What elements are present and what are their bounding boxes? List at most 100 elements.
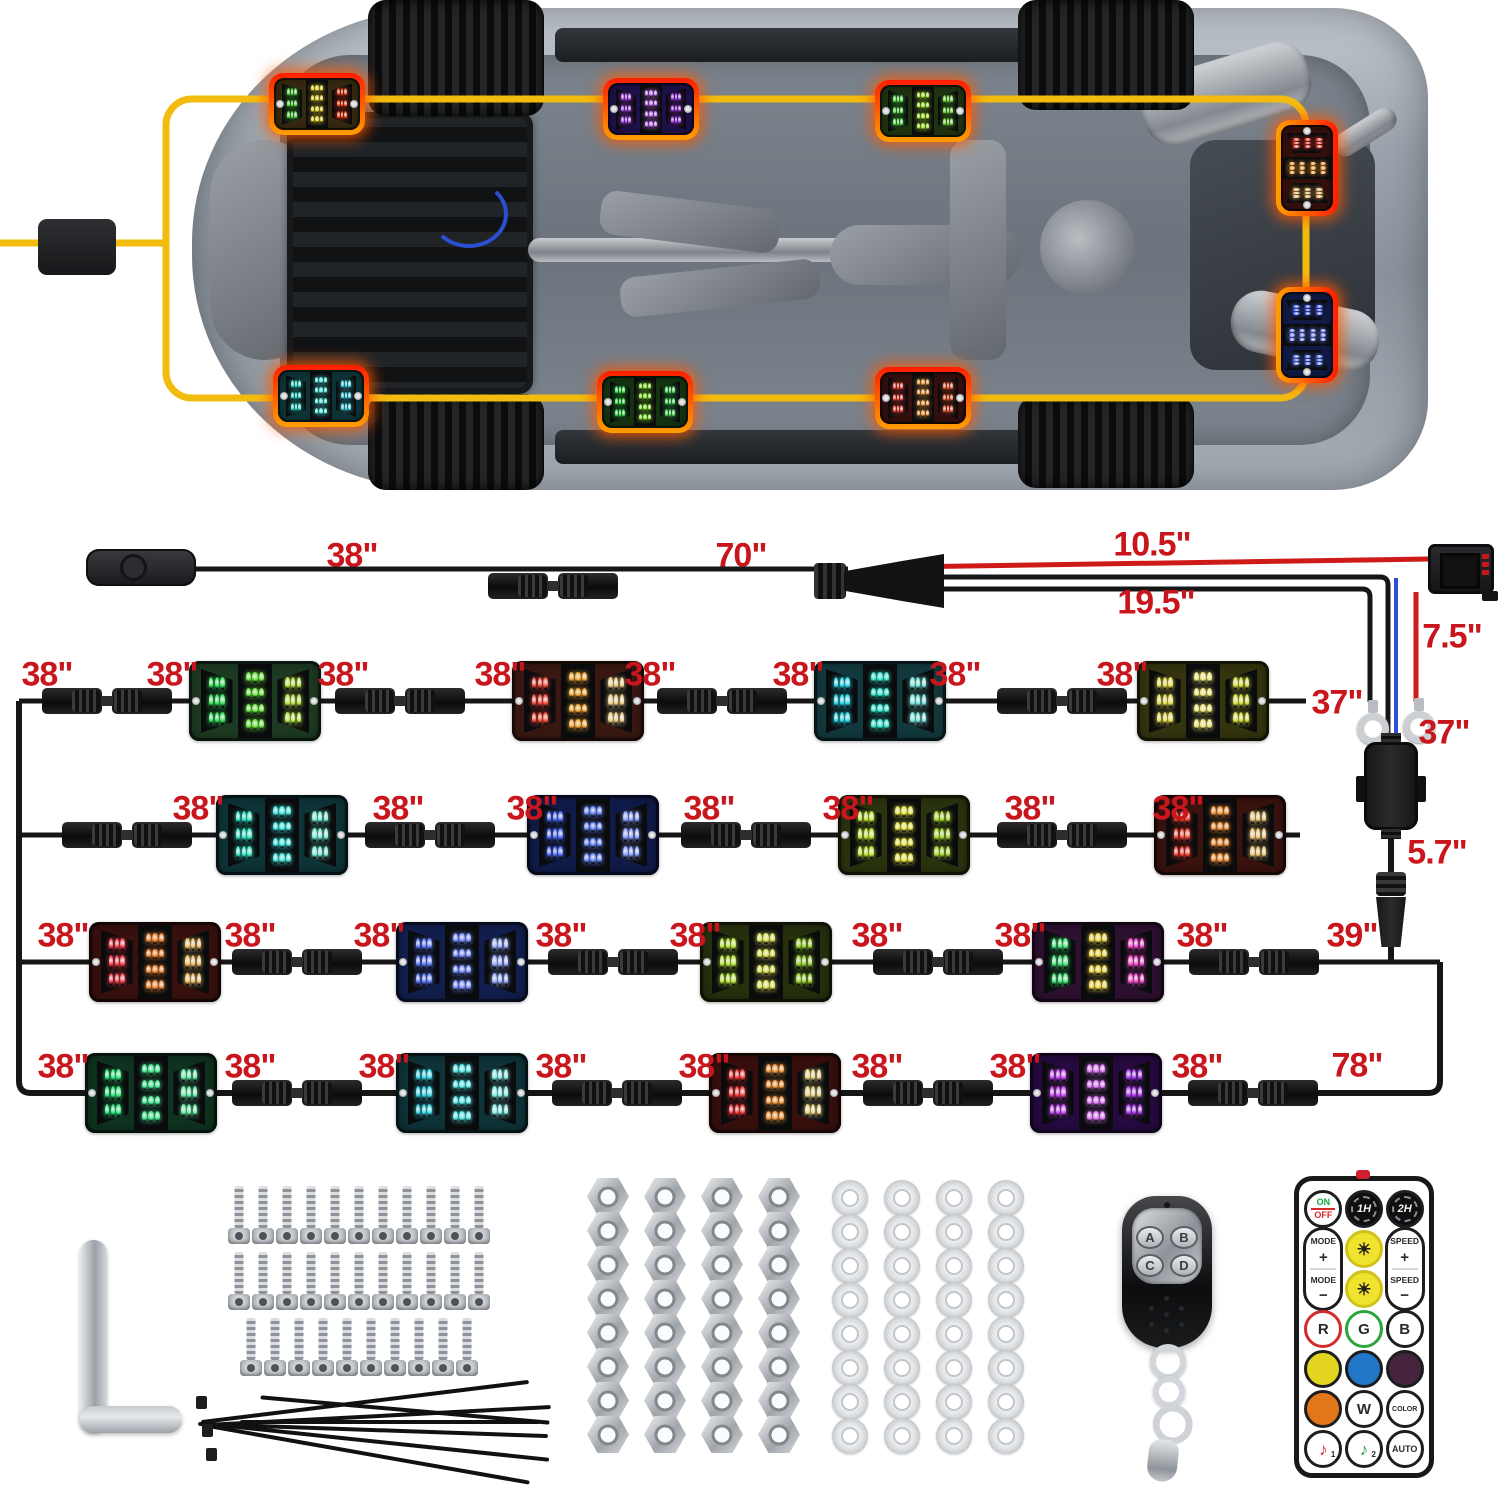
led-dot xyxy=(908,853,914,864)
connector-plug xyxy=(42,688,102,714)
rock-light-pod xyxy=(396,1053,528,1133)
pod-glow xyxy=(603,78,699,140)
zip-tie-head xyxy=(202,1424,213,1437)
led-dot xyxy=(1126,1103,1131,1118)
led-dot xyxy=(870,719,876,730)
mount-hole xyxy=(398,1089,407,1097)
led-lens-left xyxy=(200,669,233,733)
led-dot xyxy=(1173,810,1179,825)
led-lens-left xyxy=(1043,930,1076,994)
y-splitter-stub xyxy=(814,563,846,599)
led-dot xyxy=(318,828,323,842)
led-dot xyxy=(141,1079,147,1091)
screw-thread xyxy=(378,1186,388,1228)
led-dot xyxy=(950,118,954,127)
screw-head xyxy=(228,1294,250,1310)
led-dot xyxy=(1256,845,1261,860)
led-dot xyxy=(1308,170,1316,175)
led-dot xyxy=(634,828,640,842)
led-dot xyxy=(503,972,509,987)
led-dot xyxy=(187,1086,192,1100)
led-dot xyxy=(884,703,890,715)
measurement-label: 38" xyxy=(146,655,199,694)
connector-plug xyxy=(132,822,192,848)
led-dot xyxy=(421,972,426,987)
washer-hole xyxy=(893,1393,911,1411)
led-dot xyxy=(1100,1095,1106,1107)
led-dot xyxy=(104,1086,110,1100)
led-dot xyxy=(1288,161,1296,166)
led-dot xyxy=(492,1068,497,1083)
washer-hole xyxy=(841,1223,859,1241)
led-dot xyxy=(653,90,658,98)
connector-plug xyxy=(997,822,1057,848)
led-dot xyxy=(1095,948,1101,960)
led-dot xyxy=(319,95,324,103)
led-lens-left xyxy=(407,930,440,994)
measurement-label: 38" xyxy=(1004,789,1057,828)
mount-hole xyxy=(517,958,526,966)
music-number: 1 xyxy=(1330,1450,1336,1459)
led-dot xyxy=(921,92,925,100)
nut-hole xyxy=(711,1186,733,1207)
nut-hole xyxy=(768,1186,790,1207)
led-dot xyxy=(1132,1086,1137,1100)
led-dot xyxy=(1318,337,1326,342)
zip-tie xyxy=(240,1420,540,1424)
led-dot xyxy=(245,719,251,730)
led-dot xyxy=(252,719,258,730)
led-lens-left xyxy=(1165,803,1198,867)
led-dot xyxy=(314,407,319,415)
screw xyxy=(252,1252,274,1310)
led-dot xyxy=(894,821,900,833)
led-dot xyxy=(946,118,950,127)
led-dot xyxy=(901,853,907,864)
led-lens-right xyxy=(484,1061,517,1125)
led-dot xyxy=(946,95,950,104)
led-dot xyxy=(634,845,640,860)
led-dot xyxy=(1162,676,1167,691)
timer-gear-icon xyxy=(1350,1196,1377,1222)
led-dot xyxy=(294,111,298,120)
led-dot xyxy=(1095,964,1101,976)
tire-front-bottom xyxy=(368,394,544,490)
screw-thread xyxy=(450,1252,460,1294)
washer xyxy=(988,1418,1024,1454)
nut-hole xyxy=(597,1390,619,1411)
led-dot xyxy=(643,393,647,401)
mount-hole xyxy=(603,398,612,406)
led-dot xyxy=(1303,188,1312,191)
led-dot xyxy=(348,391,352,401)
led-dot xyxy=(1137,1086,1143,1100)
led-dot xyxy=(1088,948,1094,960)
led-dot xyxy=(1200,719,1206,730)
measurement-label: 7.5" xyxy=(1422,617,1482,656)
led-lens-center xyxy=(264,798,300,872)
led-dot xyxy=(779,1095,785,1107)
led-dot xyxy=(279,853,285,864)
led-dot xyxy=(624,116,628,125)
connector-plug xyxy=(727,688,787,714)
led-dot xyxy=(155,1079,161,1091)
led-lens-left xyxy=(1286,133,1328,154)
led-dot xyxy=(770,980,776,991)
washer-hole xyxy=(841,1393,859,1411)
pill-label: SPEED xyxy=(1390,1274,1420,1285)
led-dot xyxy=(1288,337,1296,342)
led-dot xyxy=(670,104,674,114)
led-dot xyxy=(1210,837,1216,849)
tire-rear-bottom xyxy=(1018,396,1194,488)
led-dot xyxy=(310,85,315,93)
led-dot xyxy=(845,676,850,691)
led-dot xyxy=(459,1095,465,1107)
remote-button-g: G xyxy=(1344,1310,1383,1348)
led-dot xyxy=(644,100,649,108)
mount-hole xyxy=(354,392,363,400)
led-dot xyxy=(916,389,921,397)
led-dot xyxy=(1086,1111,1092,1122)
led-dot xyxy=(1291,188,1300,191)
led-dot xyxy=(452,1064,458,1075)
led-dot xyxy=(647,403,652,411)
tire-rear-top xyxy=(1018,0,1194,110)
screw xyxy=(384,1318,406,1376)
